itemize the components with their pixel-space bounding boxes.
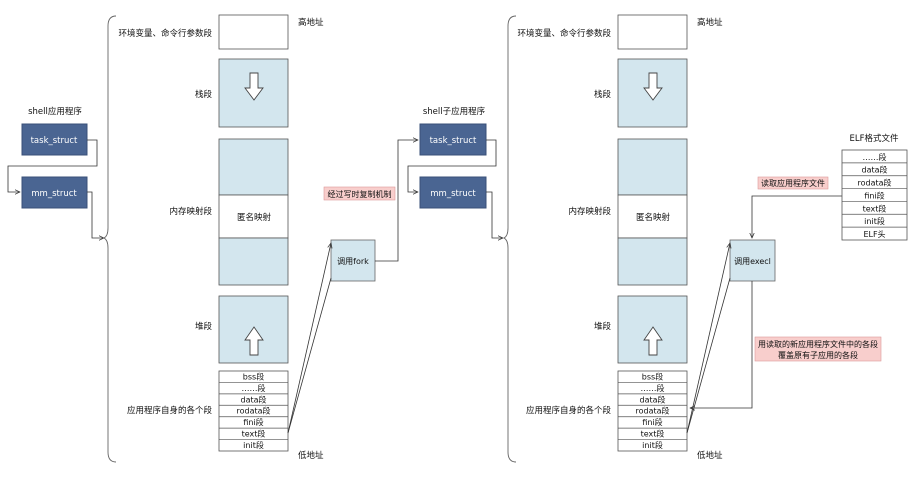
text-to-fork-arrow-return	[287, 277, 332, 434]
child-mmap-lower	[617, 237, 688, 286]
elf-row: fini段	[864, 190, 884, 200]
parent-task-struct-box	[21, 123, 88, 156]
stack-label: 栈段	[195, 89, 213, 100]
child-low-address-label: 低地址	[697, 450, 723, 461]
segment-row: bss段	[243, 371, 264, 381]
elf-title: ELF格式文件	[850, 133, 899, 144]
mmap-label: 内存映射段	[169, 206, 212, 217]
child-env-segment	[617, 14, 688, 50]
cow-note-label: 经过写时复制机制	[328, 189, 392, 199]
heap-grow-up-icon	[244, 326, 264, 356]
elf-row: init段	[864, 216, 885, 226]
child-segment-row: bss段	[642, 371, 663, 381]
child-mm-struct-label: mm_struct	[430, 189, 476, 199]
child-heap-grow-up-icon	[643, 326, 663, 356]
child-stack-label: 栈段	[594, 89, 612, 100]
stack-grow-down-icon	[244, 72, 264, 101]
parent-process-label: shell应用程序	[28, 106, 82, 117]
child-process: 匿名映射 bss段……段data段rodata段fini段text段init段 …	[502, 14, 723, 463]
child-task-struct-label: task_struct	[430, 136, 477, 146]
fork-call-label: 调用fork	[337, 257, 369, 266]
elf-row: data段	[861, 165, 887, 175]
mmap-upper	[218, 138, 289, 196]
elf-row: ……段	[863, 152, 887, 162]
child-segment-row: init段	[642, 440, 663, 450]
child-mm-to-memory-arrow	[486, 191, 503, 238]
segment-row: ……段	[242, 383, 266, 393]
child-task-struct-box	[419, 123, 487, 156]
heap-label: 堆段	[195, 321, 213, 332]
anon-map-label: 匿名映射	[237, 212, 272, 223]
child-segment-row: data段	[639, 394, 665, 404]
cow-note-box	[323, 186, 396, 201]
env-label: 环境变量、命令行参数段	[118, 28, 212, 39]
overwrite-note-line2: 覆盖原有子应用的各段	[778, 350, 858, 360]
child-mmap-upper	[617, 138, 688, 196]
child-segment-row: text段	[641, 429, 665, 439]
elf-rows: ……段 data段 rodata段 fini段 text段 init段 ELF头	[842, 152, 907, 239]
memory-brace	[102, 15, 117, 463]
child-segment-row: rodata段	[635, 406, 669, 416]
app-segments-label: 应用程序自身的各个段	[127, 405, 213, 416]
child-anon-map-label: 匿名映射	[636, 212, 671, 223]
parent-mm-struct-label: mm_struct	[31, 189, 77, 199]
elf-file-box	[841, 149, 908, 241]
text-to-exec-arrow-return	[686, 277, 731, 434]
read-note-box	[757, 176, 829, 190]
child-mmap-label: 内存映射段	[568, 206, 611, 217]
segment-row: text段	[242, 429, 266, 439]
app-segments-box	[218, 370, 289, 452]
parent-task-struct-label: task_struct	[31, 136, 78, 146]
exec-section: 调用execl 读取应用程序文件 用读取的新应用程序文件中的各段 覆盖原有子应用…	[686, 133, 908, 434]
child-process-label: shell子应用程序	[423, 106, 486, 117]
env-segment	[218, 14, 289, 50]
segment-row: rodata段	[236, 406, 270, 416]
overwrite-note-line1: 用读取的新应用程序文件中的各段	[758, 339, 878, 349]
child-mm-struct-box	[419, 176, 487, 209]
child-stack-segment	[617, 58, 688, 128]
parent-process: shell应用程序 task_struct mm_struct 匿名映射 bss…	[7, 14, 324, 463]
text-to-fork-arrow	[287, 243, 331, 434]
child-segment-row: ……段	[641, 383, 665, 393]
elf-row: text段	[863, 203, 887, 213]
child-high-address-label: 高地址	[697, 17, 723, 28]
exec-overwrite-arrow	[690, 281, 753, 408]
child-anon-map-block	[617, 194, 688, 239]
text-to-exec-arrow	[686, 243, 730, 434]
segment-row: fini段	[243, 417, 263, 427]
child-task-to-mm-arrow	[407, 139, 497, 192]
fork-to-child-arrow	[375, 140, 418, 262]
elf-row: ELF头	[863, 229, 885, 239]
elf-row: rodata段	[857, 178, 891, 188]
child-env-label: 环境变量、命令行参数段	[517, 28, 611, 39]
mm-to-memory-arrow	[87, 191, 104, 238]
child-app-segments-label: 应用程序自身的各个段	[526, 405, 612, 416]
high-address-label: 高地址	[298, 17, 324, 28]
exec-call-box	[729, 239, 776, 282]
child-segment-row: fini段	[642, 417, 662, 427]
segment-row: init段	[243, 440, 264, 450]
child-heap-label: 堆段	[594, 321, 612, 332]
read-note-label: 读取应用程序文件	[761, 178, 825, 188]
mmap-lower	[218, 237, 289, 286]
child-stack-grow-down-icon	[643, 72, 663, 101]
segment-row: data段	[240, 394, 266, 404]
low-address-label: 低地址	[298, 450, 324, 461]
child-app-segments-box	[617, 370, 688, 452]
parent-mm-struct-box	[21, 176, 88, 209]
exec-call-label: 调用execl	[734, 257, 771, 266]
overwrite-note-box	[754, 336, 882, 362]
fork-section: 经过写时复制机制 调用fork shell子应用程序 task_struct m…	[287, 106, 503, 434]
elf-to-exec-arrow	[752, 195, 842, 238]
task-to-mm-arrow	[7, 139, 98, 192]
fork-call-box	[330, 239, 376, 282]
child-memory-brace	[502, 15, 517, 463]
